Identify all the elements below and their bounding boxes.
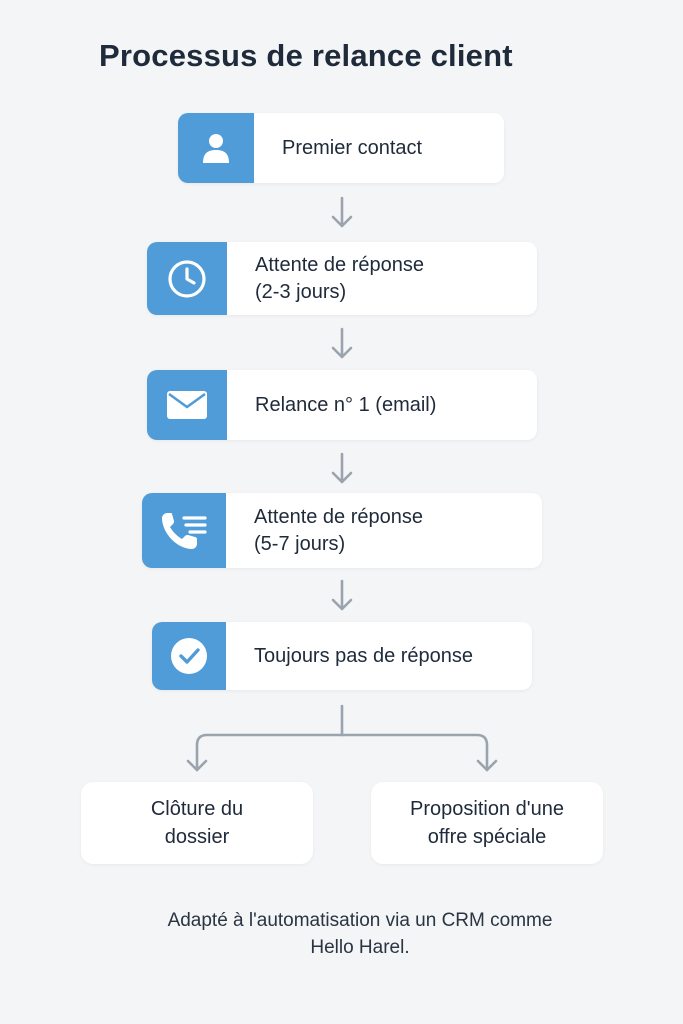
footer-note: Adapté à l'automatisation via un CRM com… <box>167 910 553 958</box>
outcome-offre-speciale: Proposition d'une offre spéciale <box>371 782 603 864</box>
step-toujours-pas-de-reponse: Toujours pas de réponse <box>152 622 532 690</box>
step-attente-reponse-2: Attente de réponse (5-7 jours) <box>142 493 542 568</box>
phone-icon-box <box>142 493 226 568</box>
check-circle-icon-box <box>152 622 226 690</box>
arrow-down-left-icon <box>186 759 208 772</box>
step-label: Premier contact <box>282 136 423 159</box>
clock-icon-box <box>147 242 227 315</box>
envelope-icon <box>167 391 207 419</box>
arrow-down-icon <box>331 579 353 611</box>
step-relance-email: Relance n° 1 (email) <box>147 370 537 440</box>
check-circle-icon <box>171 638 207 674</box>
clock-icon <box>168 259 206 298</box>
arrow-down-icon <box>331 327 353 359</box>
step-label: Toujours pas de réponse <box>254 644 474 667</box>
outcome-cloture-dossier: Clôture du dossier <box>81 782 313 864</box>
step-label: Attente de réponse (2-3 jours) <box>255 253 425 303</box>
step-attente-reponse-1: Attente de réponse (2-3 jours) <box>147 242 537 315</box>
branch-connector <box>186 704 498 772</box>
arrow-down-right-icon <box>476 759 498 772</box>
page-title: Processus de relance client <box>99 38 513 73</box>
arrow-down-icon <box>331 196 353 228</box>
user-icon-box <box>178 113 254 183</box>
user-icon <box>203 134 229 163</box>
step-label: Relance n° 1 (email) <box>255 393 437 416</box>
phone-icon <box>162 512 207 549</box>
envelope-icon-box <box>147 370 227 440</box>
step-premier-contact: Premier contact <box>178 113 504 183</box>
arrow-down-icon <box>331 452 353 484</box>
step-label: Attente de réponse (5-7 jours) <box>254 505 424 555</box>
